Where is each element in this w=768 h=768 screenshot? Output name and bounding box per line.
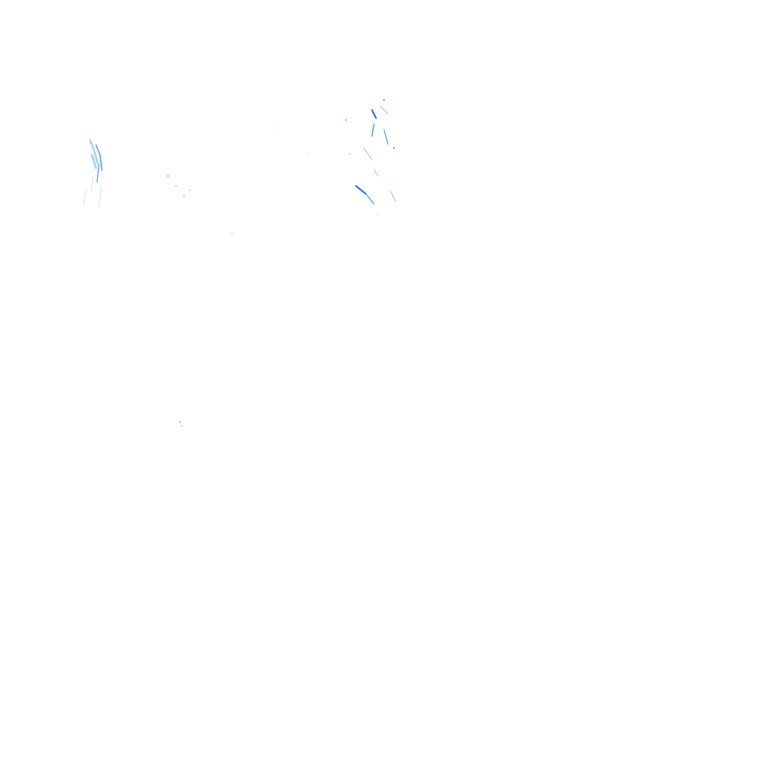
speckle-dot (377, 213, 379, 215)
speckle-dot (383, 99, 385, 101)
speckle-dot (393, 147, 395, 149)
speckle-dot (167, 175, 169, 177)
speckle-mark (89, 139, 99, 165)
speckle-dot (175, 185, 177, 187)
speckle-dot (183, 195, 185, 197)
speckle-mark (383, 129, 389, 145)
speckle-dot (178, 420, 182, 424)
speckle-mark (371, 123, 375, 137)
speckle-dot (231, 233, 233, 235)
speckle-mark (90, 153, 98, 170)
speckle-mark (83, 189, 87, 207)
speckle-cluster-left (83, 139, 103, 209)
speckle-cluster-small (167, 175, 233, 427)
speckle-mark (90, 175, 94, 193)
speckle-dot (181, 425, 183, 427)
speckle-mark (363, 147, 373, 161)
speckle-mark (95, 144, 103, 171)
speckle-mark (373, 169, 379, 177)
speckle-mark (379, 105, 389, 115)
speckle-dot (307, 153, 309, 155)
speckle-mark (365, 193, 375, 205)
speckle-mark (355, 185, 367, 195)
speckle-mark (389, 189, 397, 203)
speckle-cluster-right (273, 99, 397, 215)
speckle-dot (189, 189, 191, 191)
speckle-mark (96, 164, 100, 183)
speckle-mark (98, 187, 102, 209)
speckle-mark (371, 109, 377, 119)
speckle-dot (344, 118, 348, 122)
speckle-dot (273, 127, 275, 129)
speckle-dot (349, 153, 351, 155)
